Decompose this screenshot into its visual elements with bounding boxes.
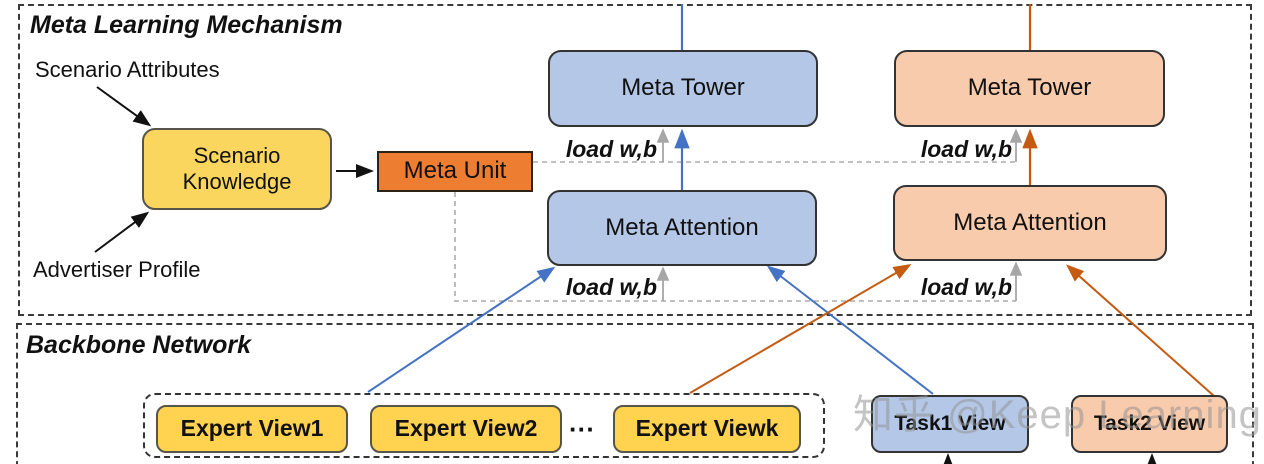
expert-viewk-node: Expert Viewk [613, 405, 801, 453]
meta-unit-node: Meta Unit [377, 151, 533, 192]
backbone-section-title: Backbone Network [26, 331, 252, 359]
meta-tower-left-node: Meta Tower [548, 50, 818, 127]
expert-ellipsis: ··· [569, 414, 595, 444]
task2-view-node: Task2 View [1071, 395, 1228, 453]
load-wb-label-attention-left: load w,b [565, 274, 657, 300]
watermark: 知乎 @Keep Learning [853, 393, 1262, 437]
meta-attention-right-node: Meta Attention [893, 185, 1167, 261]
load-wb-label-tower-left: load w,b [565, 136, 657, 162]
expert-view1-node: Expert View1 [156, 405, 348, 453]
expert-group-container [143, 393, 825, 458]
meta-tower-right-node: Meta Tower [894, 50, 1165, 127]
load-wb-label-tower-right: load w,b [920, 136, 1012, 162]
expert-view2-node: Expert View2 [370, 405, 562, 453]
scenario-knowledge-node: Scenario Knowledge [142, 128, 332, 210]
load-wb-label-attention-right: load w,b [920, 274, 1012, 300]
meta-attention-left-node: Meta Attention [547, 190, 817, 266]
meta-section-title: Meta Learning Mechanism [30, 11, 343, 39]
advertiser-profile-label: Advertiser Profile [33, 257, 201, 282]
backbone-section-frame [16, 323, 1254, 464]
meta-learning-section-frame [18, 4, 1252, 316]
scenario-attributes-label: Scenario Attributes [35, 57, 220, 82]
task1-view-node: Task1 View [871, 395, 1029, 453]
